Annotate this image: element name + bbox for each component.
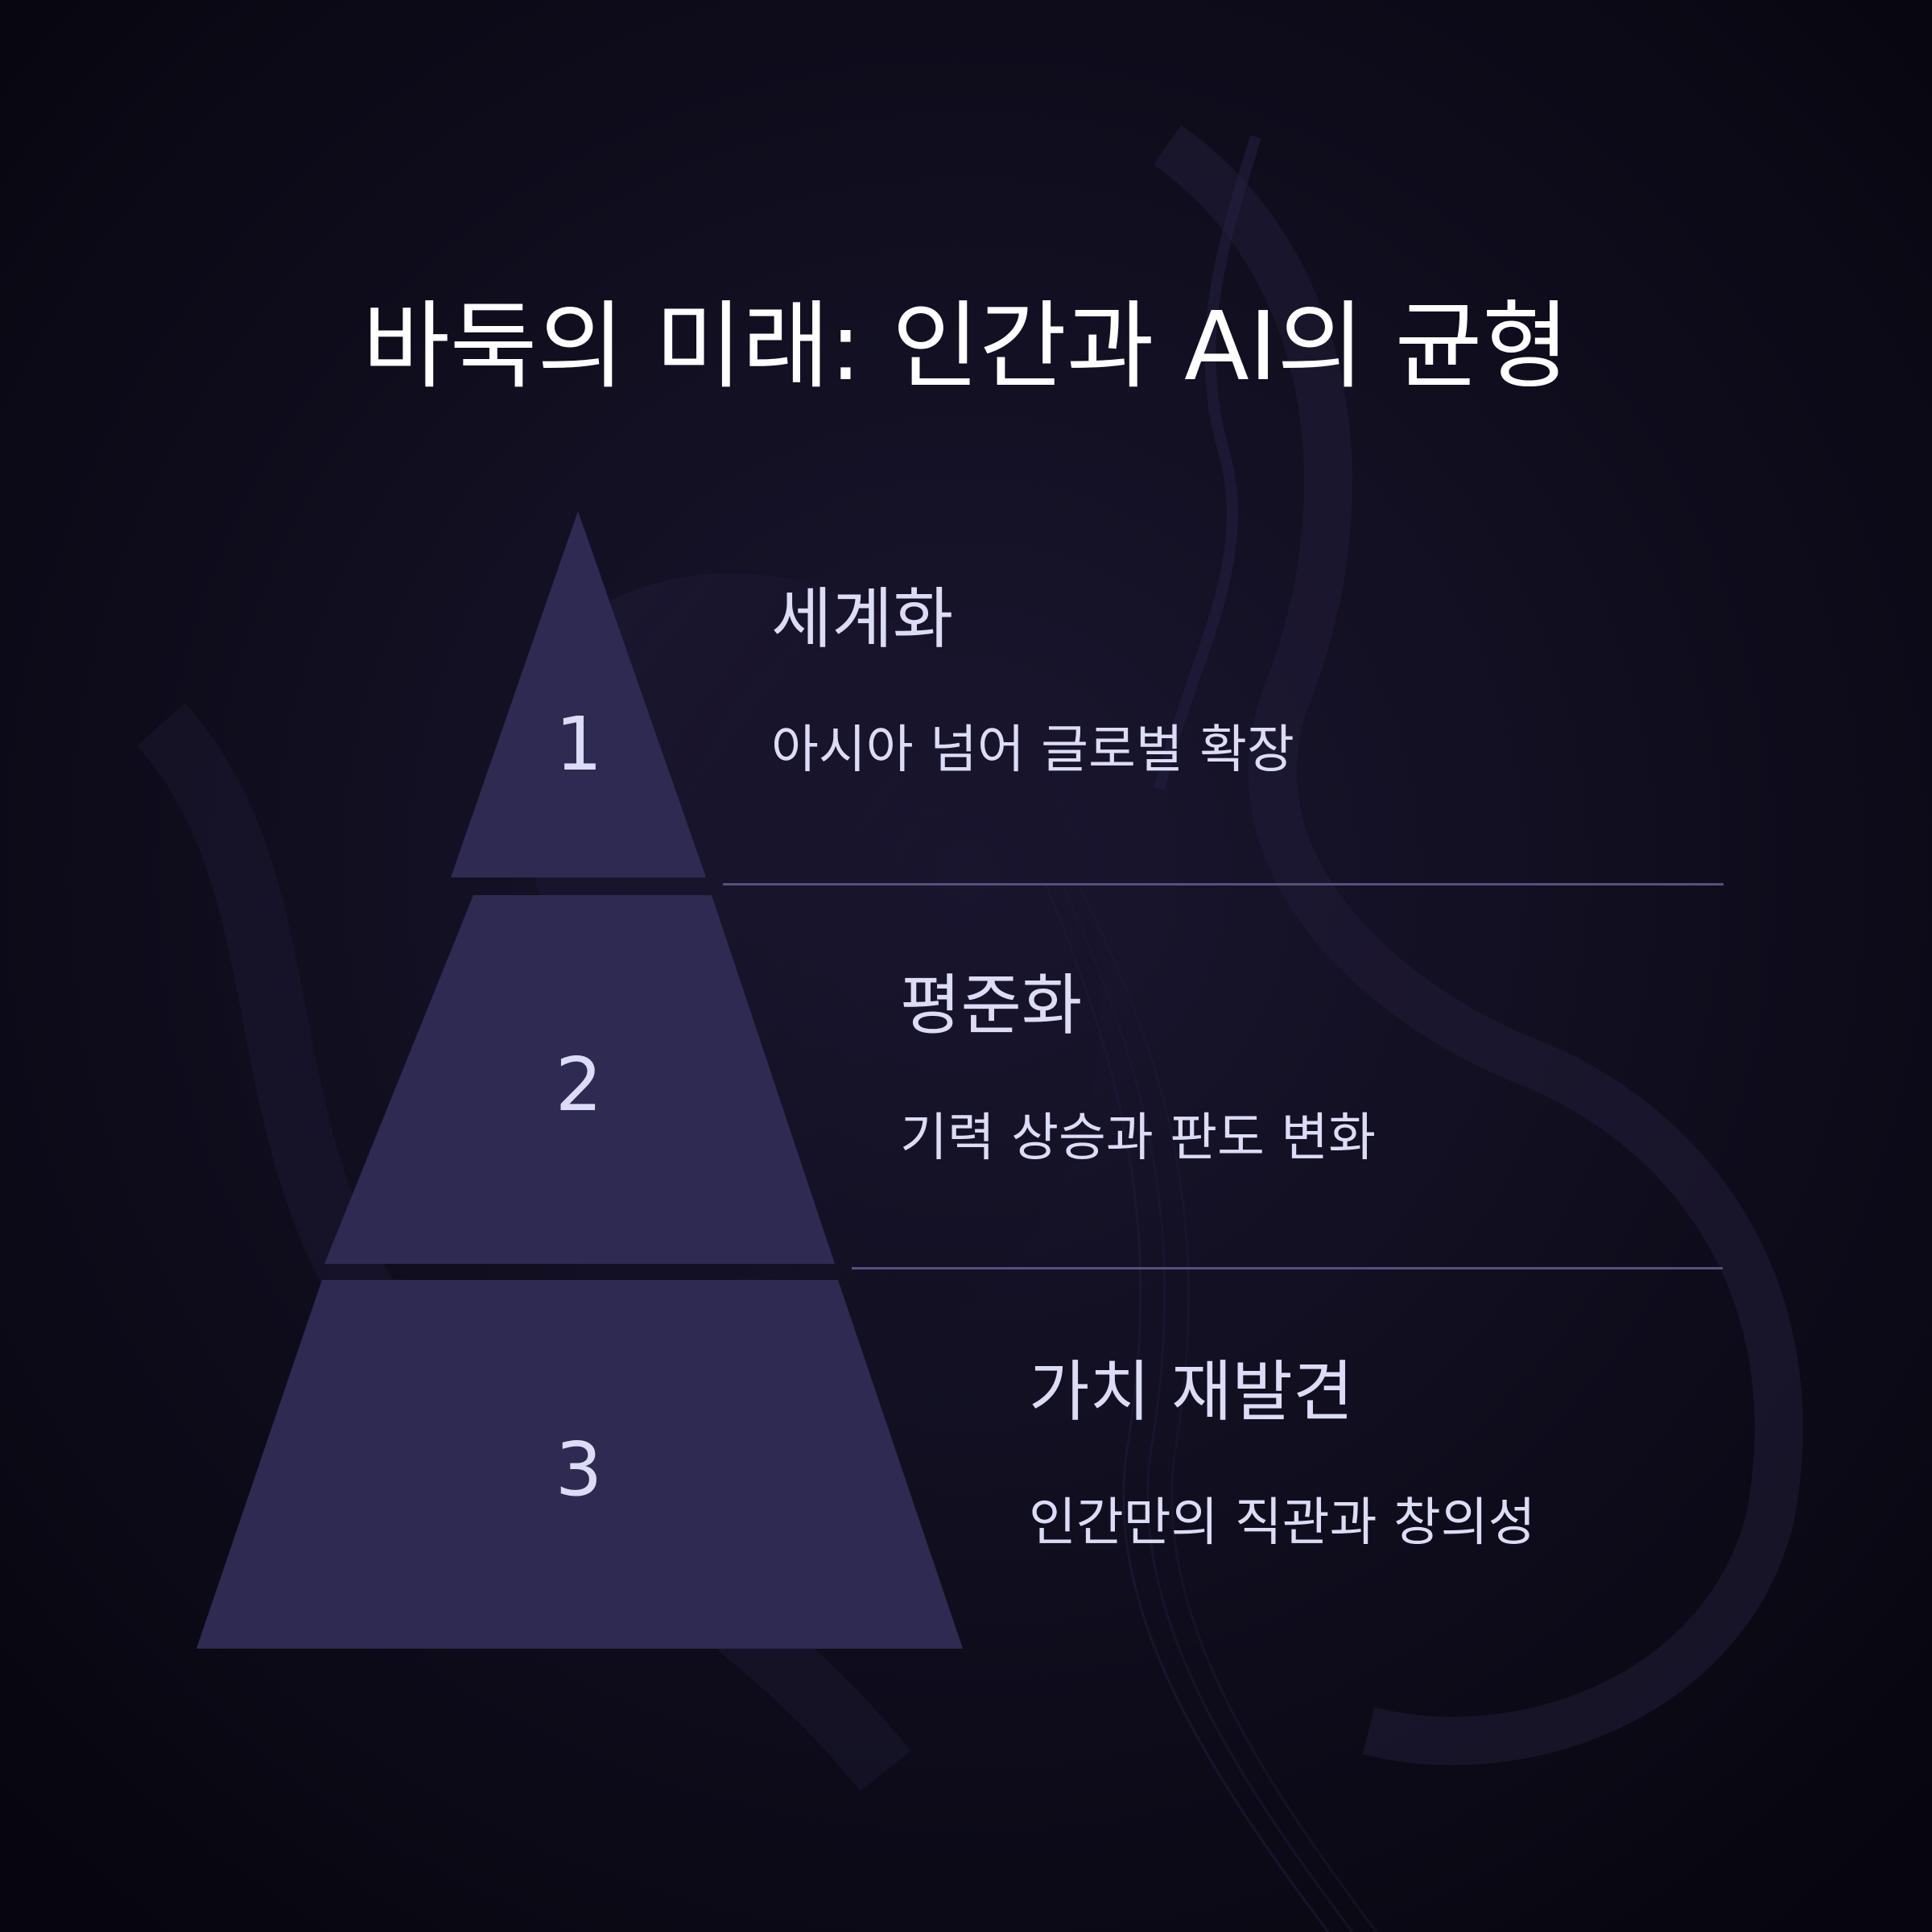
tier-1-title: 세계화	[771, 581, 954, 658]
divider-1	[723, 883, 1724, 886]
tier-2-number: 2	[555, 1042, 603, 1128]
tier-1-description: 아시아 넘어 글로벌 확장	[771, 720, 1294, 780]
tier-1-number: 1	[555, 701, 603, 787]
pyramid-tier-2-shape	[324, 895, 835, 1264]
page-title: 바둑의 미래: 인간과 AI의 균형	[362, 291, 1570, 402]
pyramid-tier-3-shape	[196, 1280, 963, 1649]
pyramid-tier-1-shape	[451, 511, 706, 877]
tier-2-description: 기력 상승과 판도 변화	[900, 1108, 1376, 1168]
tier-3-title: 가치 재발견	[1029, 1354, 1354, 1430]
tier-3-description: 인간만의 직관과 창의성	[1029, 1493, 1536, 1553]
divider-2	[852, 1267, 1723, 1269]
tier-3-number: 3	[555, 1426, 603, 1513]
tier-2-title: 평준화	[900, 968, 1083, 1044]
